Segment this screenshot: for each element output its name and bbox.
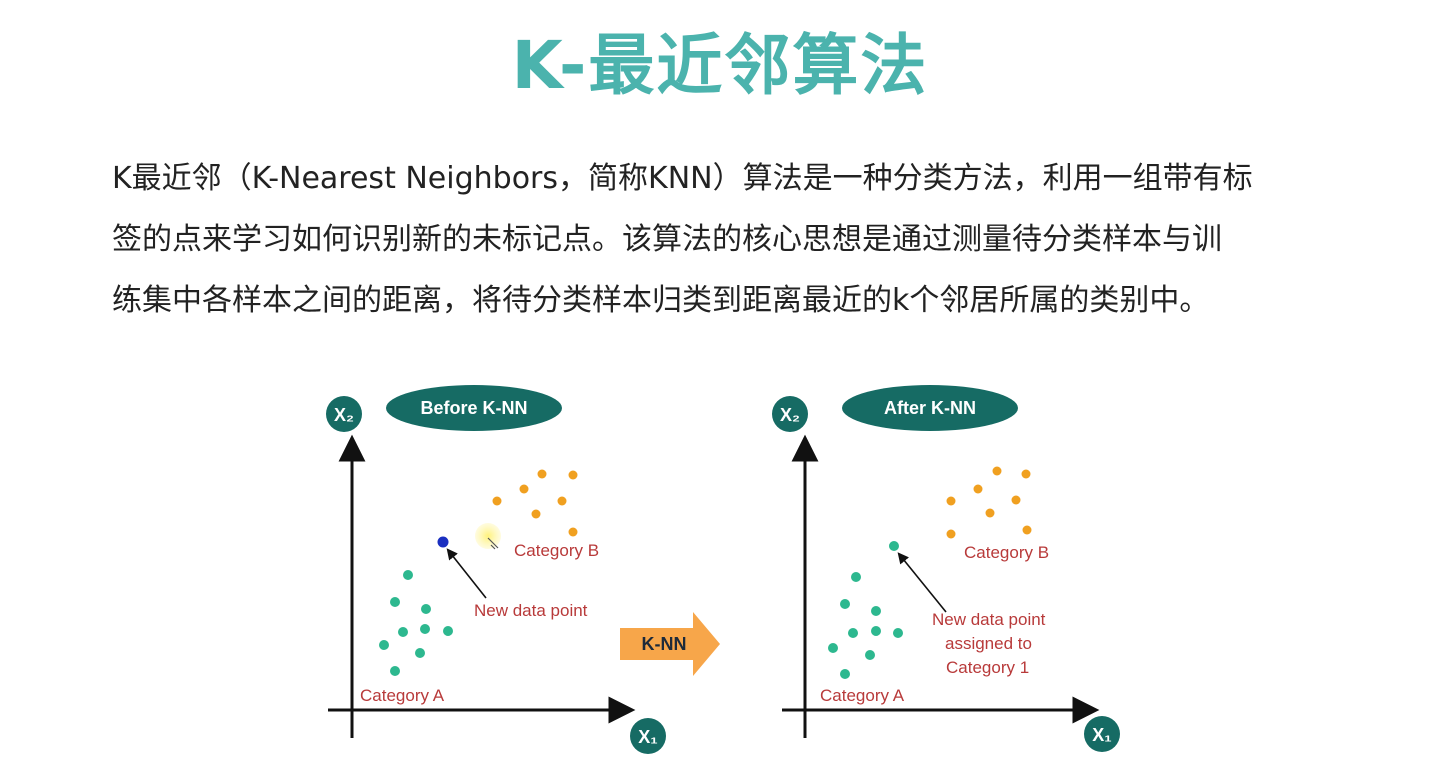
after-new-point-label-line2: assigned to (945, 634, 1032, 653)
category-a-point (398, 627, 408, 637)
category-b-point (519, 484, 529, 494)
assigned-point-pointer (897, 552, 947, 613)
page-title: K-最近邻算法 (511, 27, 929, 104)
category-a-point (840, 599, 850, 609)
before-y-axis-label: X₂ (334, 405, 354, 425)
intro-paragraph: K最近邻（K-Nearest Neighbors，简称KNN）算法是一种分类方法… (112, 148, 1352, 331)
before-knn-label: Before K-NN (420, 398, 527, 418)
after-new-point-label-line1: New data point (932, 610, 1046, 629)
before-y-axis-badge (326, 396, 362, 432)
before-new-point-label: New data point (474, 601, 588, 620)
after-x-axis-badge (1084, 716, 1120, 752)
category-b-point (537, 469, 547, 479)
category-b-point (1021, 469, 1031, 479)
category-b-point (1022, 525, 1032, 535)
intro-line-3: 练集中各样本之间的距离，将待分类样本归类到距离最近的k个邻居所属的类别中。 (112, 283, 1210, 318)
before-x-axis-badge (630, 718, 666, 754)
category-a-point (893, 628, 903, 638)
cursor-glow (475, 523, 501, 549)
intro-line-2: 签的点来学习如何识别新的未标记点。该算法的核心思想是通过测量待分类样本与训 (112, 222, 1222, 257)
cursor-icon (487, 537, 499, 550)
after-y-axis-label: X₂ (780, 405, 800, 425)
before-knn-pill (386, 385, 562, 431)
after-panel: After K-NN X₂ X₁ Category B New data poi… (772, 385, 1120, 752)
knn-diagram: Before K-NN X₂ X₁ Category B New (326, 385, 1120, 754)
category-b-point (992, 466, 1002, 476)
category-a-point (420, 624, 430, 634)
after-knn-label: After K-NN (884, 398, 976, 418)
category-b-point (946, 529, 956, 539)
category-a-point (390, 597, 400, 607)
after-x-axis-label: X₁ (1092, 725, 1111, 745)
category-a-point (421, 604, 431, 614)
category-b-point (492, 496, 502, 506)
after-category-a-label: Category A (820, 686, 905, 705)
category-b-point (985, 508, 995, 518)
after-y-axis-badge (772, 396, 808, 432)
knn-arrow-label: K-NN (642, 634, 687, 654)
category-a-point (379, 640, 389, 650)
knn-arrow-shape (620, 612, 720, 676)
before-x-axis-label: X₁ (638, 727, 657, 747)
category-a-point (828, 643, 838, 653)
category-a-point (840, 669, 850, 679)
before-category-a-label: Category A (360, 686, 445, 705)
category-a-point (390, 666, 400, 676)
category-a-point (871, 626, 881, 636)
category-a-point (443, 626, 453, 636)
category-b-point (568, 527, 578, 537)
category-b-point (568, 470, 578, 480)
intro-line-1: K最近邻（K-Nearest Neighbors，简称KNN）算法是一种分类方法… (112, 161, 1253, 196)
after-category-b-label: Category B (964, 543, 1049, 562)
category-a-point (871, 606, 881, 616)
category-a-point (851, 572, 861, 582)
category-a-point (865, 650, 875, 660)
new-data-point (437, 536, 449, 548)
category-b-point (1011, 495, 1021, 505)
category-a-point (415, 648, 425, 658)
category-b-point (557, 496, 567, 506)
before-category-b-label: Category B (514, 541, 599, 560)
category-a-point (848, 628, 858, 638)
category-b-point (946, 496, 956, 506)
knn-transition-arrow: K-NN (620, 612, 720, 676)
after-new-point-label-line3: Category 1 (946, 658, 1029, 677)
assigned-data-point (889, 541, 899, 551)
category-b-point (973, 484, 983, 494)
after-knn-pill (842, 385, 1018, 431)
category-b-point (531, 509, 541, 519)
before-panel: Before K-NN X₂ X₁ Category B New (326, 385, 666, 754)
new-point-pointer (446, 548, 487, 599)
category-a-point (403, 570, 413, 580)
